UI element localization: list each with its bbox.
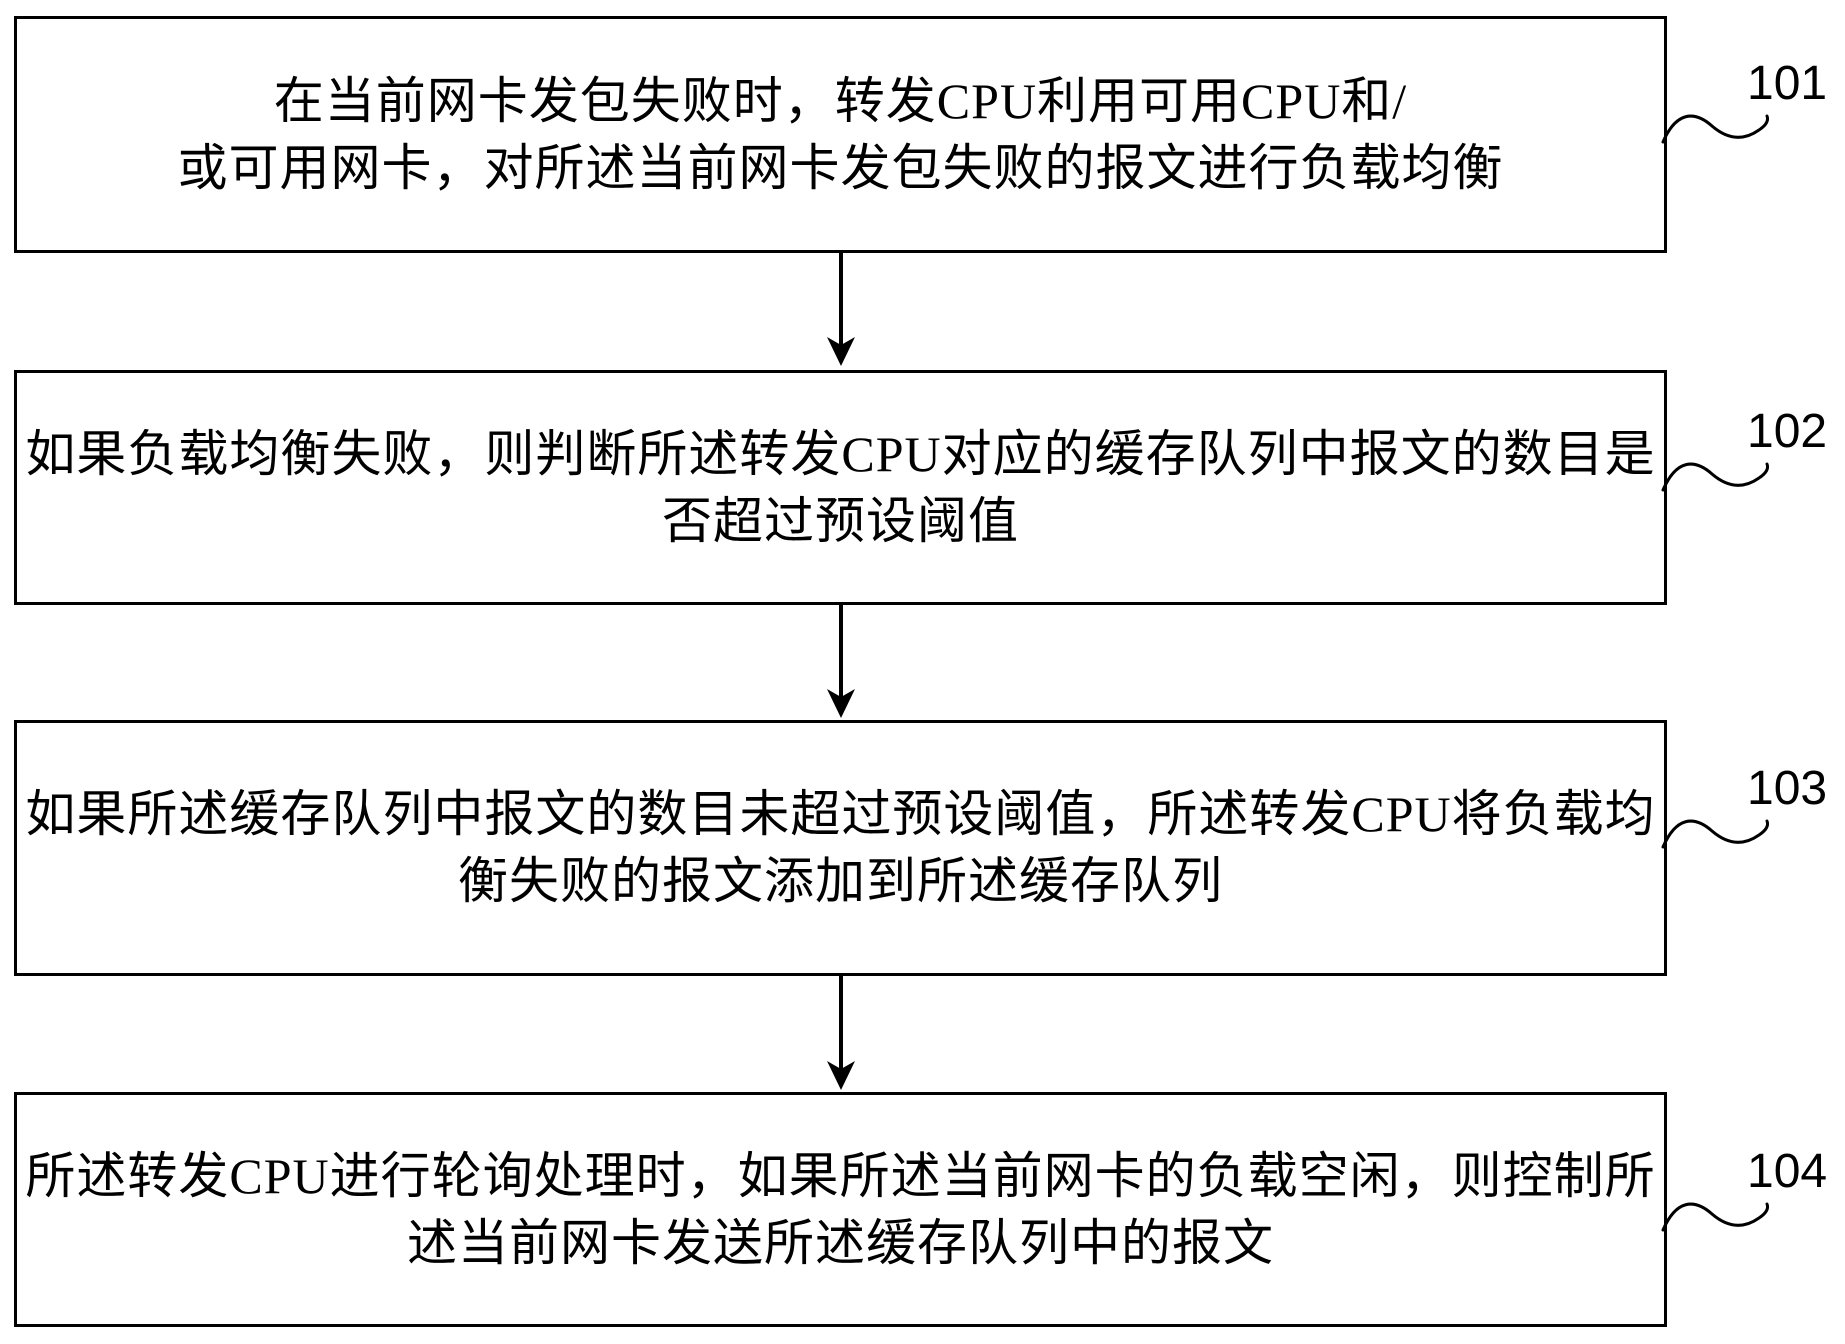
ref-number-103: 103 bbox=[1747, 762, 1828, 815]
reference-squiggle-103 bbox=[1661, 819, 1769, 849]
step-103-line-2: 衡失败的报文添加到所述缓存队列 bbox=[458, 853, 1223, 909]
reference-squiggle-102 bbox=[1661, 462, 1769, 492]
process-box-104: 所述转发CPU进行轮询处理时，如果所述当前网卡的负载空闲，则控制所 述当前网卡发… bbox=[14, 1092, 1667, 1327]
step-104-line-2: 述当前网卡发送所述缓存队列中的报文 bbox=[407, 1214, 1274, 1271]
step-102-line-1: 如果负载均衡失败，则判断所述转发CPU对应的缓存队列中报文的数目是 bbox=[25, 425, 1656, 482]
process-box-103: 如果所述缓存队列中报文的数目未超过预设阈值，所述转发CPU将负载均 衡失败的报文… bbox=[14, 720, 1667, 976]
ref-number-104: 104 bbox=[1747, 1145, 1828, 1198]
step-104-text: 所述转发CPU进行轮询处理时，如果所述当前网卡的负载空闲，则控制所 述当前网卡发… bbox=[17, 1143, 1664, 1277]
step-103-text: 如果所述缓存队列中报文的数目未超过预设阈值，所述转发CPU将负载均 衡失败的报文… bbox=[17, 781, 1664, 915]
ref-number-101: 101 bbox=[1747, 57, 1828, 110]
ref-number-102: 102 bbox=[1747, 405, 1828, 458]
step-103-line-1: 如果所述缓存队列中报文的数目未超过预设阈值，所述转发CPU将负载均 bbox=[25, 786, 1656, 842]
step-101-line-1: 在当前网卡发包失败时，转发CPU利用可用CPU和/ bbox=[273, 72, 1408, 129]
process-box-101: 在当前网卡发包失败时，转发CPU利用可用CPU和/ 或可用网卡，对所述当前网卡发… bbox=[14, 16, 1667, 253]
reference-squiggle-104 bbox=[1661, 1202, 1769, 1232]
step-102-line-2: 否超过预设阈值 bbox=[662, 492, 1019, 549]
step-104-line-1: 所述转发CPU进行轮询处理时，如果所述当前网卡的负载空闲，则控制所 bbox=[25, 1147, 1656, 1204]
step-101-line-2: 或可用网卡，对所述当前网卡发包失败的报文进行负载均衡 bbox=[177, 139, 1504, 196]
arrow-down-1 bbox=[819, 253, 863, 368]
step-102-text: 如果负载均衡失败，则判断所述转发CPU对应的缓存队列中报文的数目是 否超过预设阈… bbox=[17, 421, 1664, 555]
reference-squiggle-101 bbox=[1661, 114, 1769, 144]
process-box-102: 如果负载均衡失败，则判断所述转发CPU对应的缓存队列中报文的数目是 否超过预设阈… bbox=[14, 370, 1667, 605]
step-101-text: 在当前网卡发包失败时，转发CPU利用可用CPU和/ 或可用网卡，对所述当前网卡发… bbox=[17, 68, 1664, 202]
arrow-down-2 bbox=[819, 605, 863, 720]
arrow-down-3 bbox=[819, 976, 863, 1092]
